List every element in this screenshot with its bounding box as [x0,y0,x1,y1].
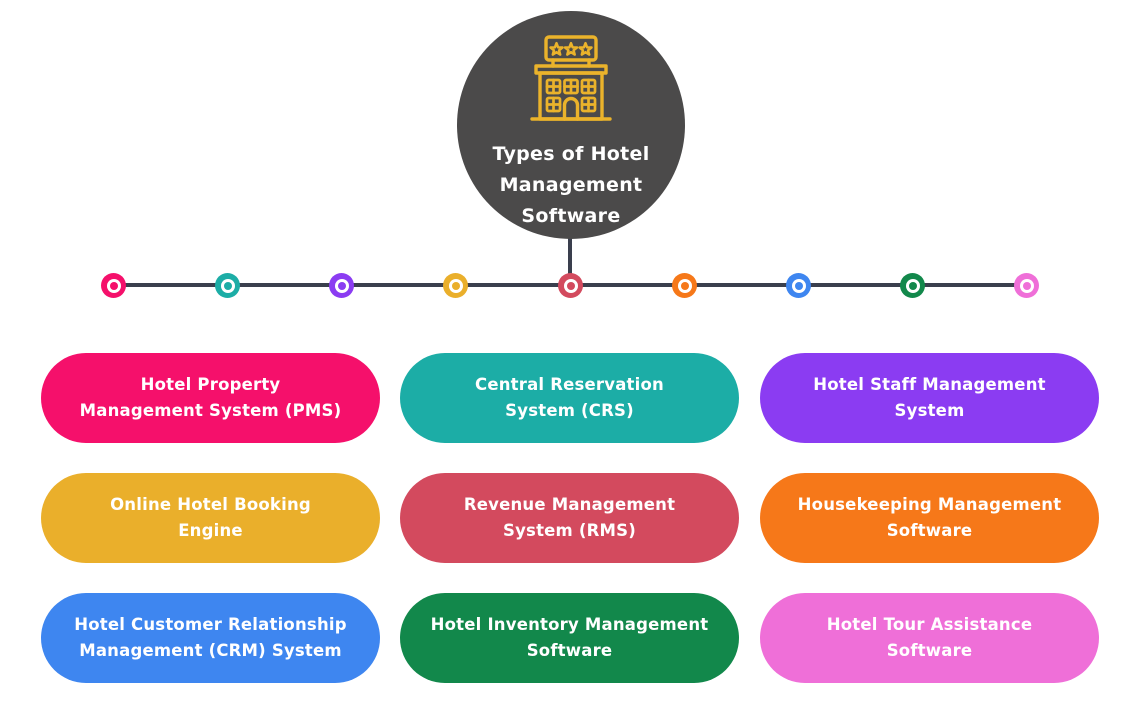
timeline-dot [672,273,697,298]
page-title-line: Types of Hotel [492,143,650,165]
dot-core [566,281,575,290]
card-hotel-tour-assistance-software: Hotel Tour Assistance Software [760,593,1099,683]
card-label-line: Management System (PMS) [79,401,342,420]
timeline-dot [1014,273,1039,298]
card-online-hotel-booking-engine: Online Hotel Booking Engine [41,473,380,563]
card-label-line: Hotel Inventory Management [430,615,709,634]
timeline-dot [101,273,126,298]
card-label-line: Software [886,521,973,540]
card-central-reservation-system: Central Reservation System (CRS) [400,353,739,443]
dot-ring [448,278,463,293]
dot-core [223,281,232,290]
hotel-building-icon [519,35,623,125]
card-hotel-inventory-management-software: Hotel Inventory Management Software [400,593,739,683]
card-label-line: Hotel Staff Management [813,375,1046,394]
vertical-connector-line [568,236,572,286]
dot-ring [220,278,235,293]
timeline-dot [558,273,583,298]
card-label-line: Engine [178,521,243,540]
card-revenue-management-system: Revenue Management System (RMS) [400,473,739,563]
title-circle: Types of Hotel Management Software [457,11,685,239]
card-label-line: Hotel Tour Assistance [826,615,1033,634]
page-title-line: Software [521,205,621,227]
dot-core [337,281,346,290]
timeline-dot [786,273,811,298]
timeline-dot [900,273,925,298]
dot-ring [677,278,692,293]
dot-core [680,281,689,290]
card-label-line: Central Reservation [475,375,664,394]
dot-ring [905,278,920,293]
dot-core [1022,281,1031,290]
card-label-line: Hotel Property [140,375,281,394]
card-label-line: Hotel Customer Relationship [74,615,347,634]
card-housekeeping-management-software: Housekeeping Management Software [760,473,1099,563]
timeline-dot [329,273,354,298]
dot-core [451,281,460,290]
card-label-line: Housekeeping Management [797,495,1062,514]
timeline-dot [215,273,240,298]
card-label-line: Online Hotel Booking [110,495,311,514]
dot-ring [334,278,349,293]
dot-core [908,281,917,290]
dot-ring [791,278,806,293]
card-label-line: Revenue Management [463,495,676,514]
card-hotel-crm-system: Hotel Customer Relationship Management (… [41,593,380,683]
page-title: Types of Hotel Management Software [492,139,649,232]
card-label-line: Management (CRM) System [79,641,342,660]
card-label-line: Software [886,641,973,660]
card-label-line: System (RMS) [503,521,636,540]
card-hotel-property-management-system: Hotel Property Management System (PMS) [41,353,380,443]
dot-ring [563,278,578,293]
dot-core [794,281,803,290]
dot-core [109,281,118,290]
dot-ring [106,278,121,293]
card-label-line: System (CRS) [505,401,634,420]
timeline-dot [443,273,468,298]
card-hotel-staff-management-system: Hotel Staff Management System [760,353,1099,443]
dot-ring [1019,278,1034,293]
card-label-line: System [894,401,965,420]
card-label-line: Software [526,641,613,660]
page-title-line: Management [499,174,643,196]
